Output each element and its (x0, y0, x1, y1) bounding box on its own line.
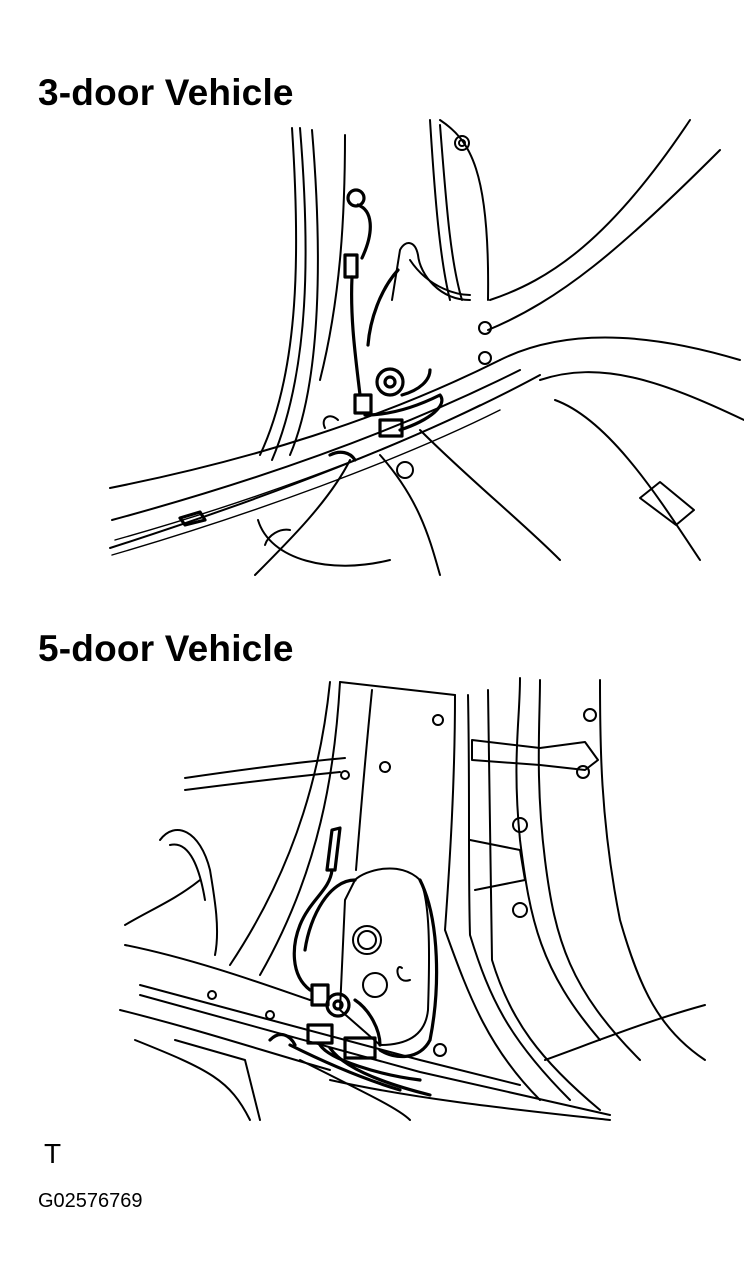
five-door-pillar-illustration (119, 677, 706, 1121)
section-title-5-door: 5-door Vehicle (38, 628, 294, 669)
three-door-pillar-illustration (109, 119, 744, 576)
section-title-3-door: 3-door Vehicle (38, 72, 294, 113)
figure-code: G02576769 (38, 1190, 143, 1212)
figure-marker: T (44, 1138, 62, 1169)
